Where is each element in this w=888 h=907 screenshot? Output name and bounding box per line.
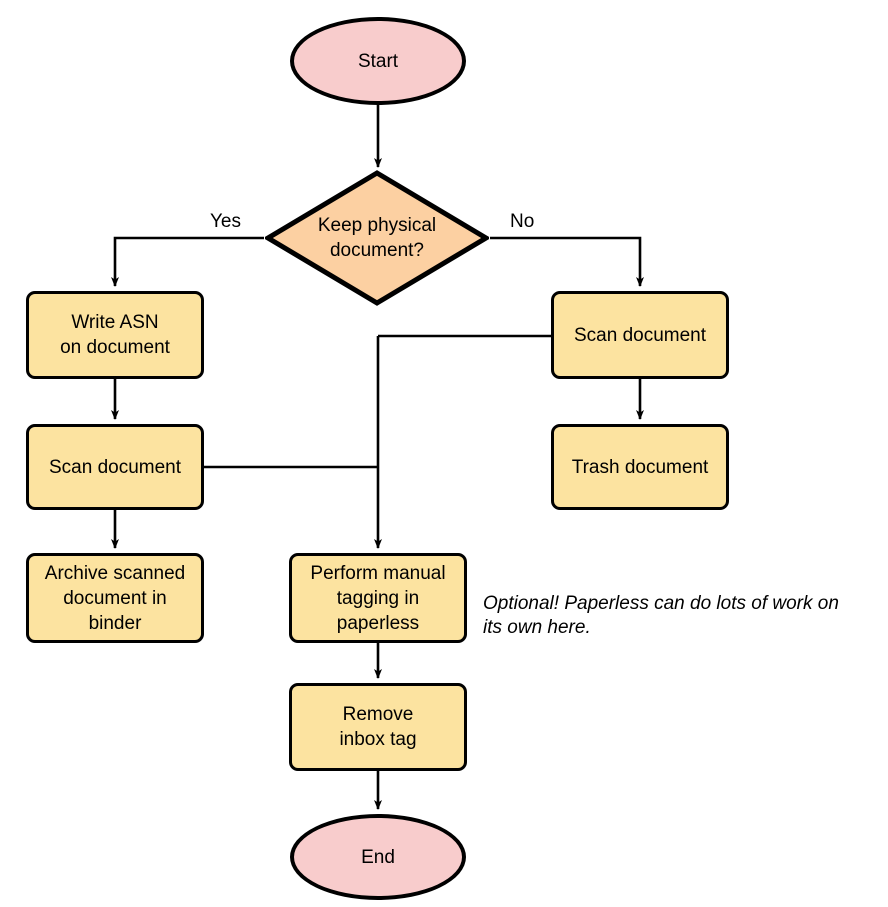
write-asn-label-line-1: Write ASN xyxy=(71,312,159,333)
annotation-line-2: its own here. xyxy=(483,617,591,638)
node-trash-document-label: Trash document xyxy=(571,456,709,478)
tagging-label-line-3: paperless xyxy=(336,612,420,634)
decision-label-line-1: Keep physical xyxy=(317,215,437,236)
node-remove-inbox-tag[interactable]: Remove inbox tag xyxy=(289,683,467,771)
archive-label-line-1: Archive scanned xyxy=(44,562,186,584)
node-start[interactable]: Start xyxy=(290,17,466,105)
node-perform-manual-tagging[interactable]: Perform manual tagging in paperless xyxy=(289,553,467,643)
tagging-label-line-1: Perform manual xyxy=(310,562,446,584)
node-end[interactable]: End xyxy=(290,814,466,900)
edge-label-yes: Yes xyxy=(210,211,241,232)
archive-label-line-3: binder xyxy=(88,612,142,634)
node-write-asn-label: Write ASN on document xyxy=(60,310,170,360)
node-scan-document-left-label: Scan document xyxy=(48,456,182,478)
node-remove-inbox-tag-label: Remove inbox tag xyxy=(339,702,416,752)
node-scan-document-right-label: Scan document xyxy=(573,324,707,346)
node-write-asn-on-document[interactable]: Write ASN on document xyxy=(26,291,204,379)
remove-label-line-1: Remove xyxy=(342,704,414,725)
node-archive-scanned-document-in-binder[interactable]: Archive scanned document in binder xyxy=(26,553,204,643)
node-archive-label: Archive scanned document in binder xyxy=(45,561,185,636)
write-asn-label-line-2: on document xyxy=(60,337,170,358)
annotation-optional-note: Optional! Paperless can do lots of work … xyxy=(483,592,883,640)
remove-label-line-2: inbox tag xyxy=(339,729,417,750)
decision-label-line-2: document? xyxy=(329,240,424,261)
tagging-label-line-2: tagging in xyxy=(336,587,420,609)
node-scan-document-right[interactable]: Scan document xyxy=(551,291,729,379)
edge-decision-no-to-scan-right xyxy=(490,236,644,287)
node-start-label: Start xyxy=(357,50,399,72)
node-keep-physical-document-label: Keep physical document? xyxy=(318,213,436,263)
node-manual-tagging-label: Perform manual tagging in paperless xyxy=(310,561,445,636)
diamond-shape xyxy=(265,170,489,306)
edge-decision-yes-to-write-asn xyxy=(111,236,264,287)
archive-label-line-2: document in xyxy=(63,587,167,609)
node-trash-document[interactable]: Trash document xyxy=(551,424,729,510)
node-end-label: End xyxy=(361,846,395,868)
node-scan-document-left[interactable]: Scan document xyxy=(26,424,204,510)
annotation-line-1: Optional! Paperless can do lots of work … xyxy=(483,593,839,614)
edge-label-no: No xyxy=(510,211,535,232)
node-keep-physical-document[interactable]: Keep physical document? xyxy=(265,170,489,306)
